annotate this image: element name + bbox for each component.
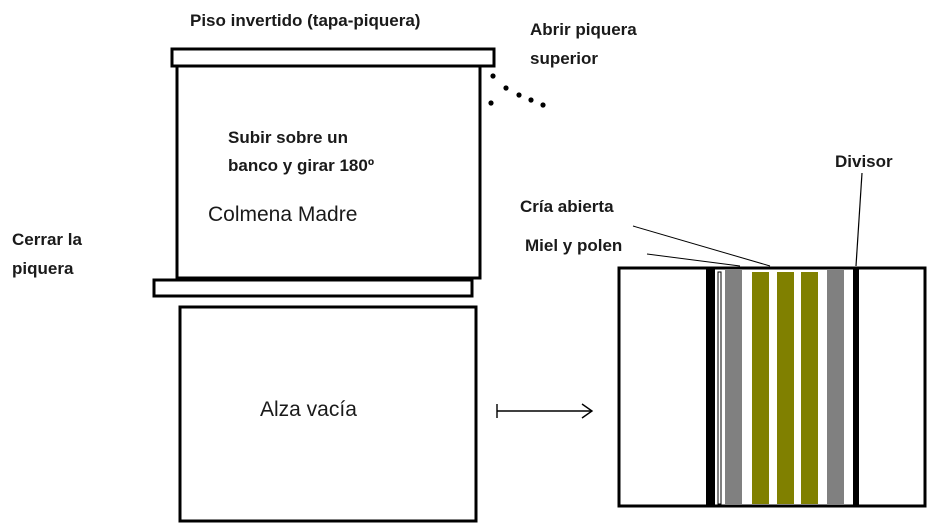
- divisor-leader: [855, 172, 863, 267]
- label-cria-abierta: Cría abierta: [520, 197, 614, 216]
- label-subir-1: Subir sobre un: [228, 128, 348, 147]
- top-view-box: [617, 266, 927, 508]
- divisor-left: [706, 268, 715, 506]
- cria-leader: [632, 225, 771, 267]
- divisor-right: [853, 268, 859, 506]
- label-piso-invertido: Piso invertido (tapa-piquera): [190, 11, 420, 30]
- mother-hive-box: [175, 64, 482, 280]
- cria-frame-2: [777, 272, 794, 504]
- miel-polen-frame-left: [725, 270, 742, 504]
- label-colmena-madre: Colmena Madre: [208, 203, 357, 226]
- view-arrow: [496, 403, 594, 419]
- label-alza-vacia: Alza vacía: [260, 398, 357, 421]
- upper-entrance-dots: [488, 73, 546, 108]
- inverted-floor-lid: [170, 47, 496, 68]
- inner-frame-line: [717, 271, 722, 505]
- cria-frame-3: [801, 272, 818, 504]
- empty-super-box: [178, 305, 478, 523]
- frames-group: [706, 268, 859, 506]
- miel-polen-frame-right: [827, 270, 844, 504]
- label-divisor: Divisor: [835, 152, 893, 171]
- label-cerrar-1: Cerrar la: [12, 230, 82, 249]
- label-miel-polen: Miel y polen: [525, 236, 622, 255]
- label-cerrar-2: piquera: [12, 259, 74, 278]
- miel-leader: [646, 253, 741, 267]
- cria-frame-1: [752, 272, 769, 504]
- label-subir-2: banco y girar 180º: [228, 156, 374, 175]
- mother-hive-floor: [152, 278, 474, 298]
- label-abrir-piquera-2: superior: [530, 49, 598, 68]
- label-abrir-piquera-1: Abrir piquera: [530, 20, 637, 39]
